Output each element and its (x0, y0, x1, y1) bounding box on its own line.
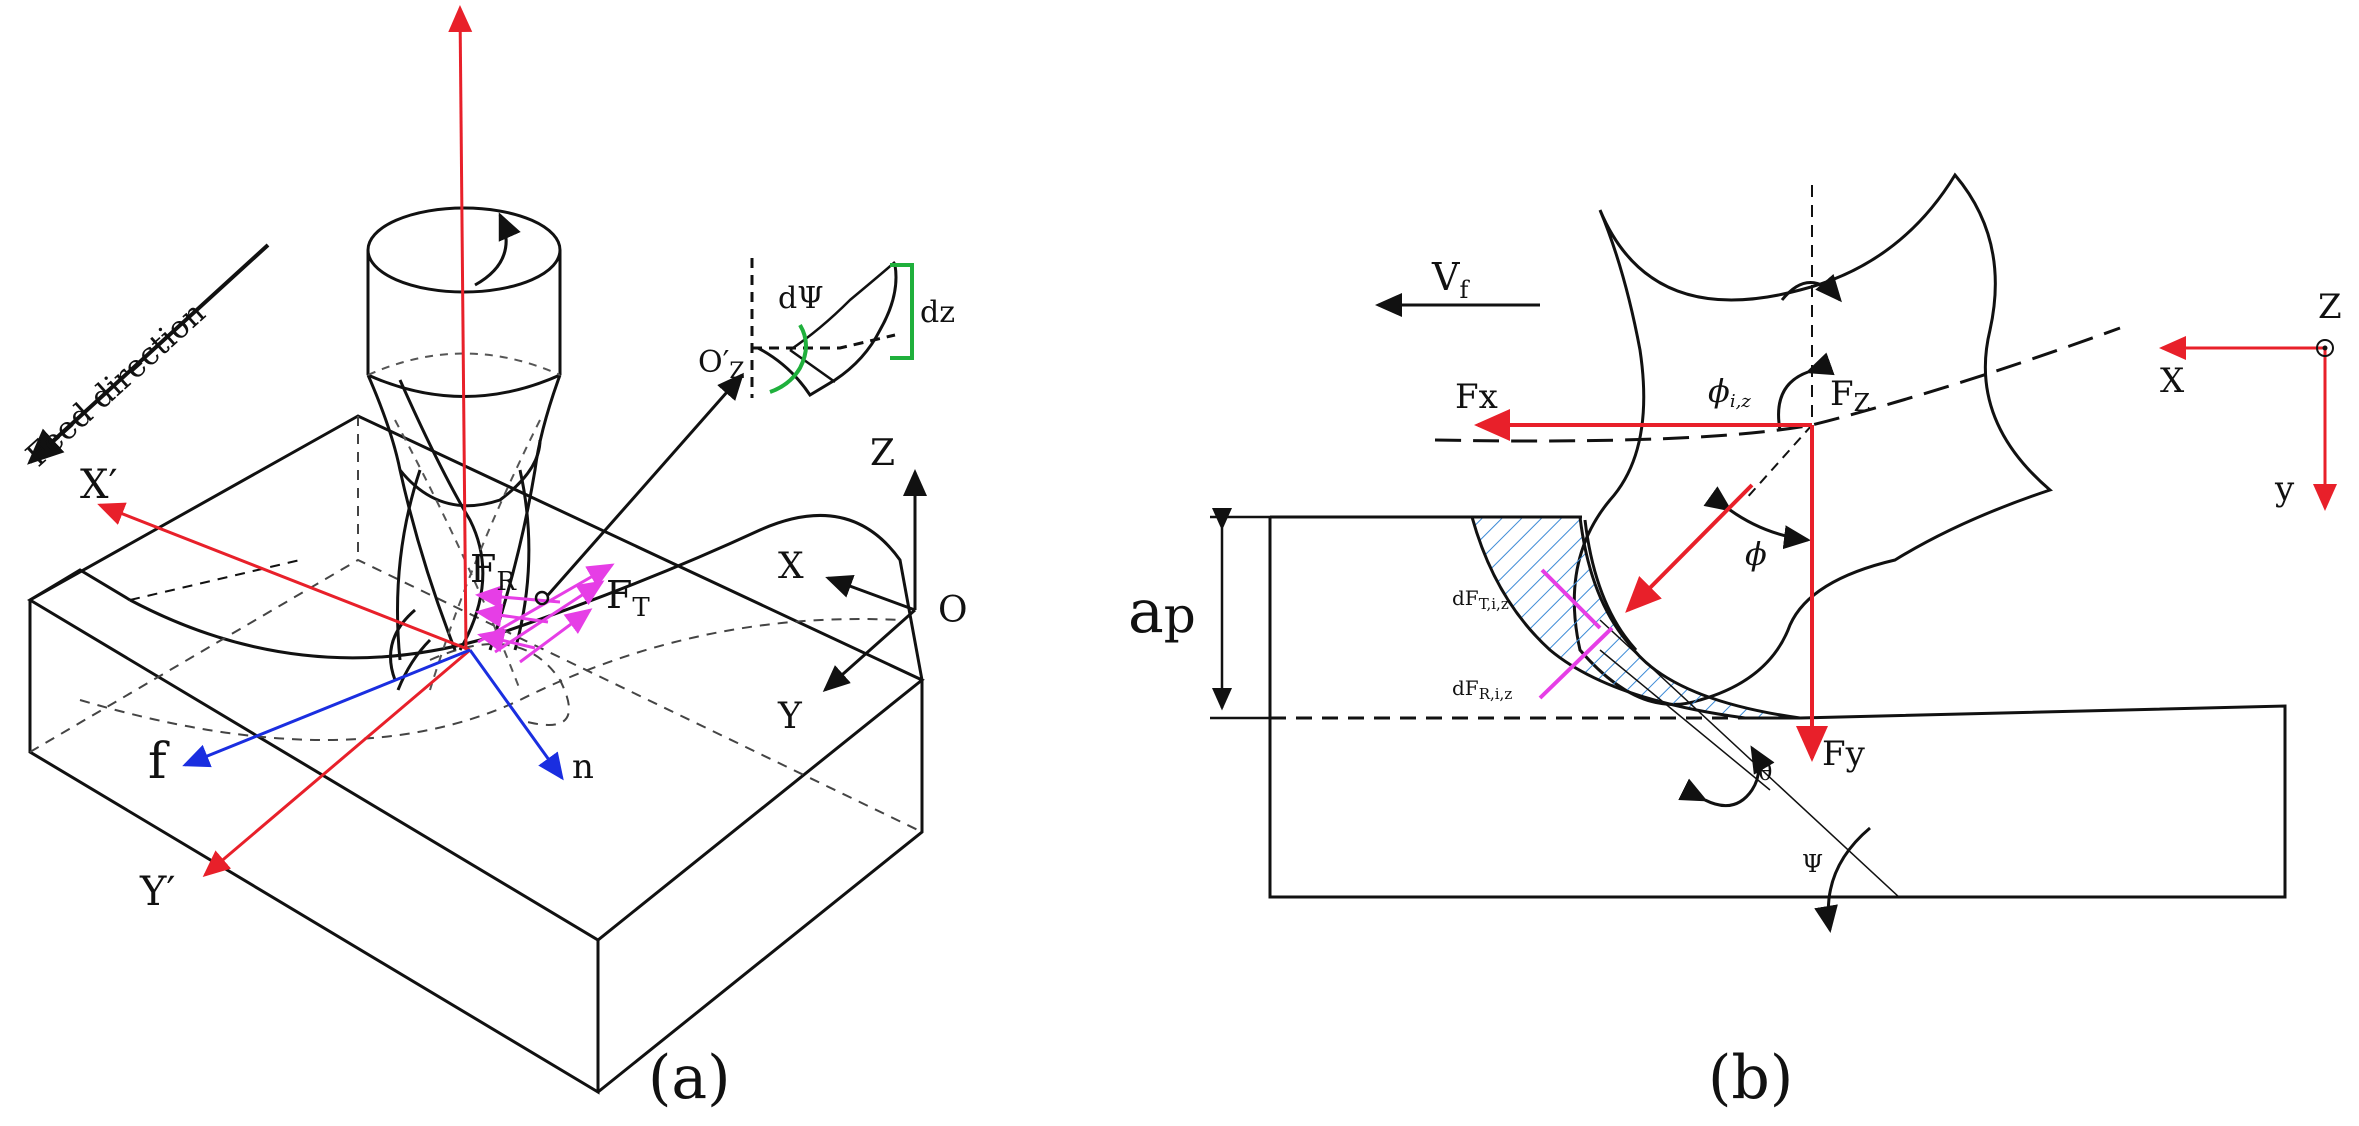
trajectory-arc (1434, 326, 2121, 443)
phi-iz-label: ϕi,z (1708, 372, 1751, 412)
y-prime-axis (202, 648, 471, 877)
xyz-axes-b (2159, 336, 2337, 511)
theta-label: θ (1758, 758, 1772, 786)
depth-dimension (1210, 508, 1270, 720)
tangent-line-2 (1599, 649, 1771, 791)
xyz-axes-a (822, 469, 927, 692)
inset-dz-label: dz (920, 295, 955, 330)
panel-b: Vf Fx FZ ϕi,z ϕ ap dFT,i,z dFR,i,z Fy θ … (1128, 172, 2342, 1113)
rotation-arrow-icon (474, 212, 521, 287)
y-prime-label: Y′ (139, 869, 176, 915)
vf-label: Vf (1431, 255, 1470, 304)
radial-arrow (1625, 483, 1754, 613)
psi-label: Ψ (1802, 850, 1823, 878)
coord-z-label: Z (2318, 287, 2342, 327)
caption-a: (a) (648, 1043, 731, 1113)
x-prime-label: X′ (80, 462, 118, 508)
z-label-a: Z (870, 433, 895, 474)
f-vector (182, 648, 471, 768)
feed-direction-label: Feed direction (19, 295, 212, 474)
psi-arc (1814, 826, 1871, 933)
hidden-edges-a (29, 416, 923, 833)
dft-label: dFT,i,z (1452, 586, 1509, 613)
x-prime-axis (97, 502, 471, 652)
phi-iz-arc (1777, 352, 1835, 431)
n-label: n (572, 747, 594, 787)
inset-origin-label: O′Z (698, 345, 745, 384)
y-label-a: Y (777, 696, 803, 737)
feed-direction-arrow (27, 243, 270, 465)
ap-label: ap (1128, 577, 1196, 647)
phi-label: ϕ (1745, 535, 1767, 573)
coord-y-label: y (2274, 469, 2295, 509)
fz-label: FZ (1830, 374, 1870, 417)
inset-pointer (546, 372, 744, 596)
dfr-label: dFR,i,z (1452, 676, 1512, 703)
inset-detail (750, 258, 914, 398)
fy-label: Fy (1822, 734, 1866, 774)
caption-b: (b) (1708, 1043, 1793, 1113)
coord-x-label: X (2160, 361, 2185, 401)
fx-label: Fx (1455, 377, 1498, 417)
contact-point (534, 590, 550, 606)
cutter-profile (1572, 172, 2053, 706)
origin-label-a: O (938, 590, 968, 631)
x-label-a: X (778, 546, 804, 587)
dft-arrow (1540, 568, 1602, 630)
panel-a: Feed direction X′ Y′ f n FR FT dΨ dz O′Z… (19, 5, 968, 1113)
theta-arc (1678, 745, 1775, 808)
ft-label: FT (606, 573, 650, 623)
workpiece-block-b (1268, 515, 2287, 899)
end-mill-tool (366, 206, 562, 691)
f-label: f (148, 732, 170, 790)
z-prime-axis (448, 5, 473, 651)
phi-radius (1744, 424, 1813, 501)
inset-dpsi-label: dΨ (778, 281, 824, 316)
cutter-rotation-icon (1780, 273, 1842, 303)
n-vector (468, 649, 564, 781)
cutter-trailing-edge (1583, 519, 1638, 652)
phi-arc (1703, 486, 1811, 550)
fr-label: FR (470, 547, 517, 597)
dfr-arrow (1538, 626, 1614, 700)
